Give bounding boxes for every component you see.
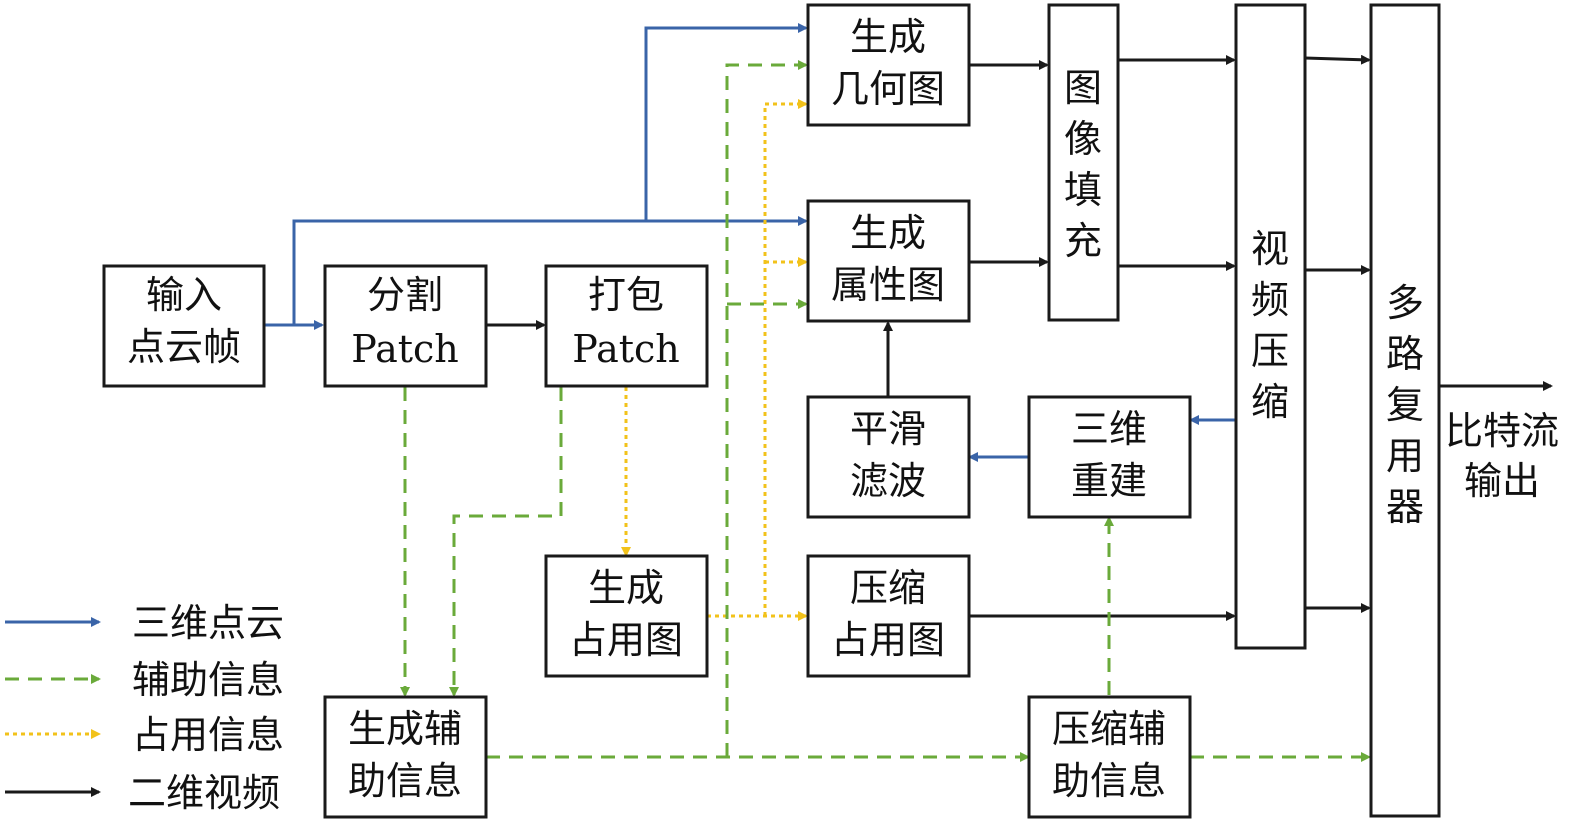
node-gen-occupancy: 生成 占用图 xyxy=(544,554,709,678)
node-pad-char2: 像 xyxy=(1064,117,1102,161)
output-line2: 输出 xyxy=(1464,459,1540,503)
node-mux-char1: 多 xyxy=(1386,281,1424,325)
node-occgen-line1: 生成 xyxy=(588,566,664,610)
node-video-char4: 缩 xyxy=(1251,380,1289,424)
edge-input-to-attr xyxy=(292,216,808,325)
node-geo-line1: 生成 xyxy=(850,15,926,59)
node-occcomp-line1: 压缩 xyxy=(850,566,926,610)
node-gen-attribute: 生成 属性图 xyxy=(806,199,971,323)
edge-video-to-mux-top xyxy=(1304,54,1371,65)
legend-label-occ: 占用信息 xyxy=(132,713,284,757)
node-gen-auxiliary: 生成辅 助信息 xyxy=(323,695,488,819)
node-pack-line1: 打包 xyxy=(588,273,664,317)
node-smooth-line2: 滤波 xyxy=(850,459,926,503)
node-auxgen-line2: 助信息 xyxy=(348,759,462,803)
node-input: 输入 点云帧 xyxy=(102,264,266,388)
node-video-char2: 频 xyxy=(1251,278,1289,322)
node-3d-reconstruct: 三维 重建 xyxy=(1027,395,1192,519)
node-geo-line2: 几何图 xyxy=(831,67,945,111)
node-segment-line1: 分割 xyxy=(367,273,443,317)
node-attr-line2: 属性图 xyxy=(831,263,945,307)
node-auxcomp-line1: 压缩辅 xyxy=(1052,707,1166,751)
legend-label-2d: 二维视频 xyxy=(128,771,280,815)
legend-item-3d-pointcloud: 三维点云 xyxy=(5,601,284,645)
bitstream-output-label: 比特流 输出 xyxy=(1445,409,1559,503)
edges xyxy=(264,23,1553,762)
node-compress-auxiliary: 压缩辅 助信息 xyxy=(1027,695,1192,819)
node-multiplexer: 多 路 复 用 器 xyxy=(1369,3,1441,818)
node-pad-char4: 充 xyxy=(1064,219,1102,263)
legend-item-2d-video: 二维视频 xyxy=(5,771,280,815)
node-video-char3: 压 xyxy=(1251,329,1289,373)
edge-occ-to-geo xyxy=(763,99,808,616)
node-pad-char3: 填 xyxy=(1064,168,1102,212)
node-video-char1: 视 xyxy=(1251,227,1289,271)
node-smoothing: 平滑 滤波 xyxy=(806,395,971,519)
edge-input-to-geo xyxy=(644,23,808,221)
legend-label-aux: 辅助信息 xyxy=(132,658,284,702)
node-auxcomp-line2: 助信息 xyxy=(1052,759,1166,803)
node-pack-line2: Patch xyxy=(572,327,680,371)
node-input-line2: 点云帧 xyxy=(127,325,241,369)
node-pad-char1: 图 xyxy=(1064,66,1102,110)
node-segment-line2: Patch xyxy=(351,327,459,371)
output-line1: 比特流 xyxy=(1445,409,1559,453)
legend-item-occupancy: 占用信息 xyxy=(5,713,284,757)
node-segment-patch: 分割 Patch xyxy=(323,264,488,388)
node-video-compress: 视 频 压 缩 xyxy=(1234,3,1307,650)
node-auxgen-line1: 生成辅 xyxy=(348,707,462,751)
node-gen-geometry: 生成 几何图 xyxy=(806,3,971,127)
node-smooth-line1: 平滑 xyxy=(850,407,926,451)
legend-item-auxiliary: 辅助信息 xyxy=(5,658,284,702)
legend: 三维点云 辅助信息 占用信息 二维视频 xyxy=(5,601,284,815)
node-input-line1: 输入 xyxy=(146,273,222,317)
node-pack-patch: 打包 Patch xyxy=(544,264,709,388)
legend-label-3d: 三维点云 xyxy=(132,601,284,645)
edge-pack-to-auxgen xyxy=(449,387,563,697)
node-mux-char4: 用 xyxy=(1386,434,1424,478)
node-occcomp-line2: 占用图 xyxy=(831,618,945,662)
node-image-padding: 图 像 填 充 xyxy=(1047,3,1120,322)
node-compress-occupancy: 压缩 占用图 xyxy=(806,554,971,678)
node-recon-line2: 重建 xyxy=(1071,459,1147,503)
node-mux-char5: 器 xyxy=(1386,485,1424,529)
node-mux-char3: 复 xyxy=(1386,383,1424,427)
node-occgen-line2: 占用图 xyxy=(569,618,683,662)
edge-aux-to-geo xyxy=(725,60,808,757)
node-attr-line1: 生成 xyxy=(850,211,926,255)
node-recon-line1: 三维 xyxy=(1071,407,1147,451)
node-mux-char2: 路 xyxy=(1386,332,1424,376)
